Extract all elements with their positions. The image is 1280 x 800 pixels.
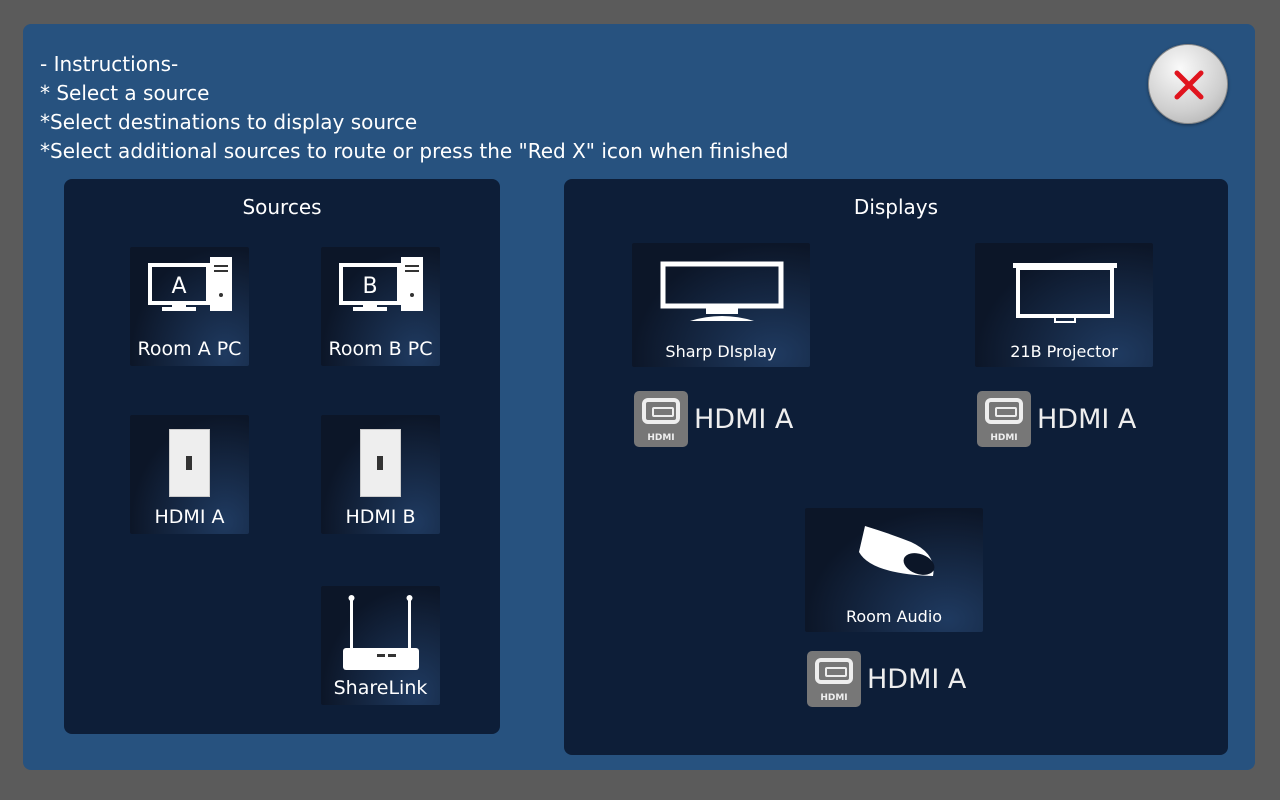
route-label: HDMI A bbox=[694, 403, 794, 435]
sources-title: Sources bbox=[242, 195, 322, 219]
hdmi-icon: HDMI bbox=[807, 651, 861, 707]
route-label: HDMI A bbox=[867, 663, 967, 695]
display-room-audio[interactable]: Room Audio bbox=[805, 508, 983, 632]
instruction-line: *Select destinations to display source bbox=[40, 110, 418, 134]
pc-icon: B bbox=[339, 257, 423, 311]
instruction-line: *Select additional sources to route or p… bbox=[40, 139, 789, 163]
tile-label: Room B PC bbox=[328, 338, 433, 360]
projector-screen-icon bbox=[1013, 263, 1117, 323]
speaker-icon bbox=[859, 526, 935, 576]
display-sharp[interactable]: Sharp DIsplay bbox=[632, 243, 810, 367]
monitor-icon bbox=[660, 261, 784, 321]
instructions: - Instructions- * Select a source *Selec… bbox=[40, 50, 788, 166]
instruction-line: * Select a source bbox=[40, 81, 210, 105]
hdmi-icon: HDMI bbox=[977, 391, 1031, 447]
tile-label: 21B Projector bbox=[1010, 342, 1118, 361]
route-indicator-projector: HDMI HDMI A bbox=[977, 391, 1136, 447]
tile-label: HDMI A bbox=[154, 506, 225, 528]
tile-label: Room A PC bbox=[137, 338, 242, 360]
hdmi-icon: HDMI bbox=[634, 391, 688, 447]
source-sharelink[interactable]: ShareLink bbox=[321, 586, 440, 705]
red-x-icon bbox=[1174, 70, 1204, 100]
svg-text:A: A bbox=[171, 274, 186, 299]
wall-plate-icon bbox=[169, 429, 210, 497]
tile-label: Sharp DIsplay bbox=[665, 342, 777, 361]
tile-label: ShareLink bbox=[333, 677, 428, 699]
close-button[interactable] bbox=[1148, 44, 1228, 124]
source-hdmi-b[interactable]: HDMI B bbox=[321, 415, 440, 534]
tile-label: Room Audio bbox=[845, 607, 943, 626]
tile-label: HDMI B bbox=[345, 506, 416, 528]
source-room-b-pc[interactable]: B Room B PC bbox=[321, 247, 440, 366]
source-room-a-pc[interactable]: A Room A PC bbox=[130, 247, 249, 366]
source-hdmi-a[interactable]: HDMI A bbox=[130, 415, 249, 534]
display-21b-projector[interactable]: 21B Projector bbox=[975, 243, 1153, 367]
route-indicator-audio: HDMI HDMI A bbox=[807, 651, 966, 707]
svg-text:B: B bbox=[362, 274, 377, 299]
pc-icon: A bbox=[148, 257, 232, 311]
route-label: HDMI A bbox=[1037, 403, 1137, 435]
displays-title: Displays bbox=[853, 195, 939, 219]
instruction-line: - Instructions- bbox=[40, 52, 179, 76]
route-indicator-sharp: HDMI HDMI A bbox=[634, 391, 793, 447]
wireless-router-icon bbox=[343, 595, 419, 670]
wall-plate-icon bbox=[360, 429, 401, 497]
